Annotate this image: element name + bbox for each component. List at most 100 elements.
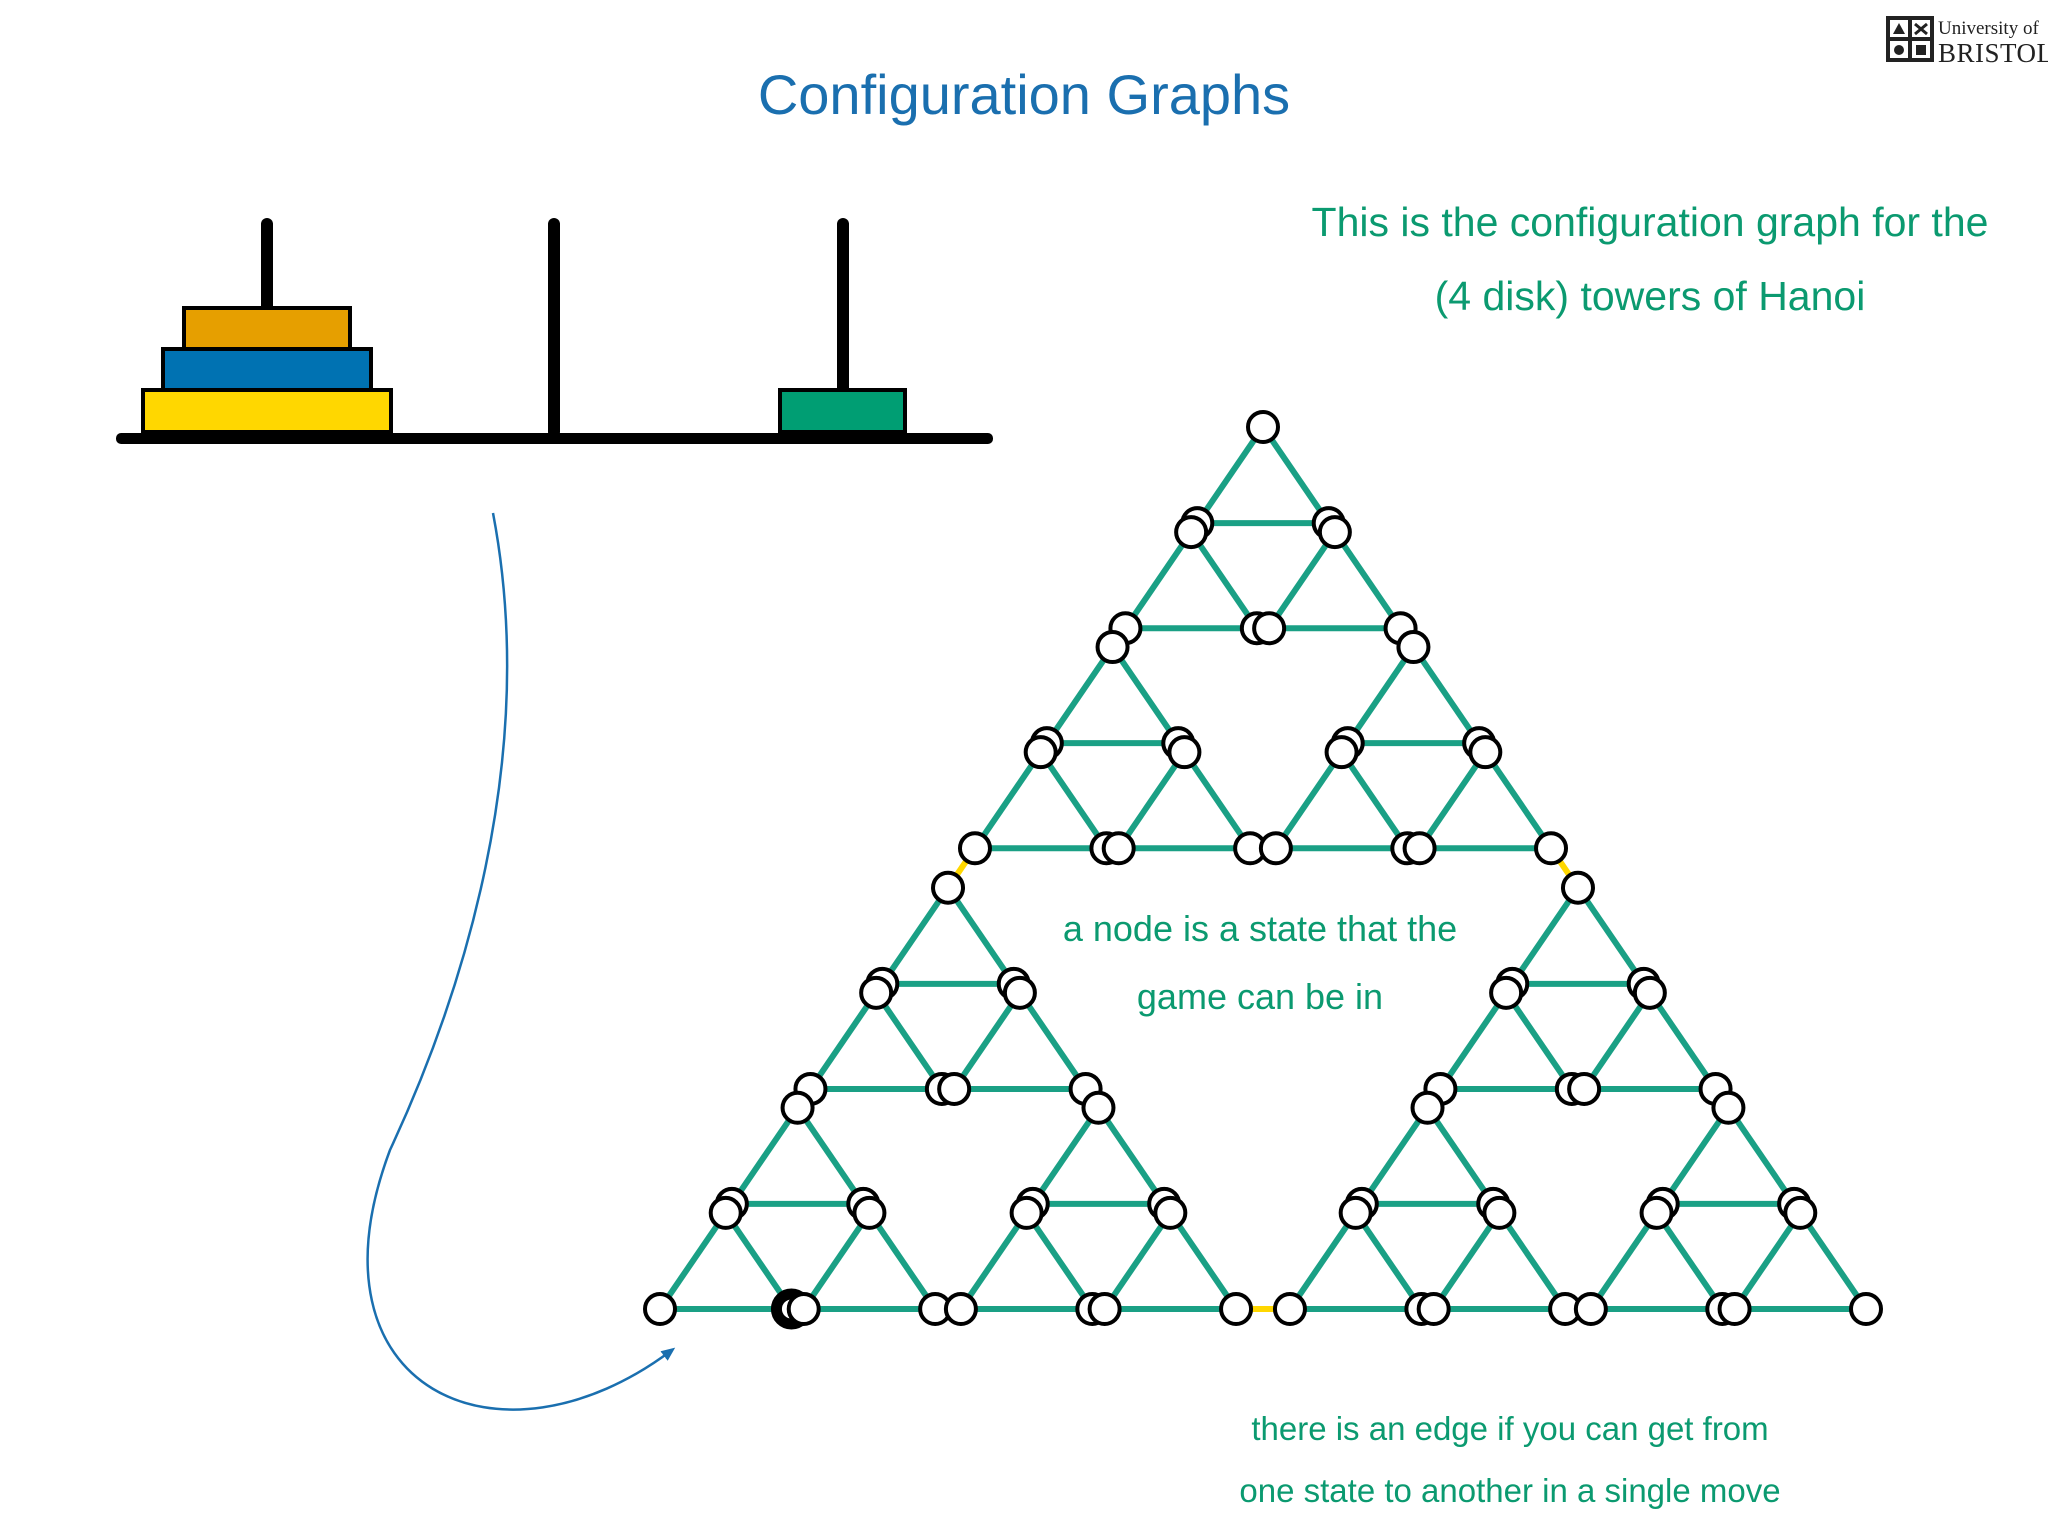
graph-node	[708, 1195, 743, 1230]
intro-note-line2: (4 disk) towers of Hanoi	[1434, 273, 1866, 319]
graph-edge	[801, 1211, 872, 1311]
graph-edge	[1660, 1106, 1731, 1206]
graph-edge	[1417, 750, 1488, 850]
graph-edge	[1588, 1211, 1660, 1311]
hanoi-base	[116, 433, 993, 444]
graph-node	[1009, 1195, 1044, 1230]
graph-node	[1317, 515, 1352, 550]
graph-node	[1219, 1292, 1254, 1326]
graph-node	[1174, 515, 1209, 550]
intro-note: This is the configuration graph for the …	[1300, 185, 2000, 333]
graph-edge	[1332, 530, 1404, 630]
graph-node	[1573, 1292, 1608, 1326]
graph-edge	[1030, 1106, 1101, 1206]
edge-note-line2: one state to another in a single move	[1239, 1472, 1781, 1509]
graph-edge	[1359, 1106, 1431, 1206]
slide-title: Configuration Graphs	[757, 63, 1291, 126]
graph-node	[643, 1292, 677, 1326]
graph-edge	[1017, 991, 1089, 1091]
graph-edge	[1181, 750, 1253, 850]
intro-note-line1: This is the configuration graph for the	[1311, 199, 1989, 245]
graph-edge	[795, 1106, 866, 1206]
graph-node	[1783, 1195, 1818, 1230]
hanoi-disk-medium	[182, 306, 352, 351]
graph-edge	[657, 1211, 729, 1311]
graph-nodes	[643, 410, 1883, 1330]
node-note: a node is a state that the game can be i…	[1030, 895, 1490, 1031]
graph-edge	[1273, 750, 1345, 850]
graph-edge	[958, 1211, 1030, 1311]
graph-node	[1482, 1195, 1517, 1230]
graph-edge	[1345, 645, 1416, 745]
graph-edge	[1167, 1211, 1239, 1311]
graph-edge	[1038, 750, 1109, 850]
graph-node	[1246, 410, 1280, 444]
graph-node	[931, 870, 966, 905]
graph-node	[1338, 1195, 1373, 1230]
graph-node	[1717, 1292, 1752, 1326]
graph-edge	[1496, 1211, 1568, 1311]
graph-edge	[1410, 645, 1482, 745]
graph-node	[1560, 870, 1595, 905]
university-logo: University of BRISTOL	[1878, 12, 2048, 68]
logo-line2: BRISTOL	[1938, 38, 2048, 68]
graph-node	[1023, 735, 1058, 770]
hanoi-peg-2	[548, 218, 560, 438]
hanoi-peg-3	[837, 218, 849, 438]
hanoi-illustration	[116, 218, 993, 444]
graph-edge	[972, 750, 1044, 850]
graph-edge	[1095, 1106, 1167, 1206]
graph-edge	[1024, 1211, 1095, 1311]
graph-node	[780, 1090, 815, 1125]
graph-edge	[1437, 991, 1509, 1091]
graph-edge	[951, 991, 1023, 1091]
pointer-arrow	[366, 512, 676, 1411]
graph-node	[1167, 735, 1202, 770]
graph-node	[1396, 630, 1431, 665]
node-note-line2: game can be in	[1136, 976, 1384, 1017]
graph-edge	[1581, 991, 1653, 1091]
graph-edges	[657, 425, 1869, 1312]
graph-node	[1567, 1071, 1602, 1106]
graph-edge	[1044, 645, 1116, 745]
graph-edge	[1110, 645, 1181, 745]
graph-node	[1489, 975, 1524, 1010]
graph-node	[1087, 1292, 1122, 1326]
graph-edge	[1188, 530, 1260, 630]
graph-node	[1711, 1090, 1746, 1125]
graph-edge	[1260, 425, 1332, 525]
graph-edge	[866, 1211, 938, 1311]
graph-node	[1639, 1195, 1674, 1230]
graph-edge	[873, 991, 945, 1091]
graph-edge	[1339, 750, 1410, 850]
graph-edge	[1725, 1106, 1797, 1206]
node-note-line1: a node is a state that the	[1062, 908, 1458, 949]
graph-edge	[1122, 530, 1194, 630]
edge-note-line1: there is an edge if you can get from	[1251, 1410, 1769, 1447]
graph-node	[1632, 975, 1667, 1010]
logo-line1: University of	[1938, 18, 2039, 39]
graph-node	[1153, 1195, 1188, 1230]
graph-edge	[1732, 1211, 1803, 1311]
graph-edge	[945, 886, 1017, 986]
graph-edge	[1575, 886, 1647, 986]
graph-edge	[1353, 1211, 1424, 1311]
graph-node	[1849, 1292, 1883, 1326]
graph-node	[1272, 1292, 1307, 1326]
graph-edge	[807, 991, 879, 1091]
graph-node	[1258, 831, 1293, 866]
graph-node	[1081, 1090, 1116, 1125]
graph-edge	[1102, 1211, 1173, 1311]
crest-icon	[1886, 16, 1934, 62]
graph-edge	[1194, 425, 1266, 525]
graph-node	[852, 1195, 887, 1230]
hanoi-disk-small	[778, 388, 907, 434]
graph-edge	[729, 1106, 801, 1206]
edge-note: there is an edge if you can get from one…	[1190, 1398, 1830, 1522]
graph-edge	[1482, 750, 1554, 850]
graph-edge	[1647, 991, 1719, 1091]
graph-edge	[1431, 1211, 1502, 1311]
graph-node	[1410, 1090, 1445, 1125]
graph-edge	[1425, 1106, 1496, 1206]
